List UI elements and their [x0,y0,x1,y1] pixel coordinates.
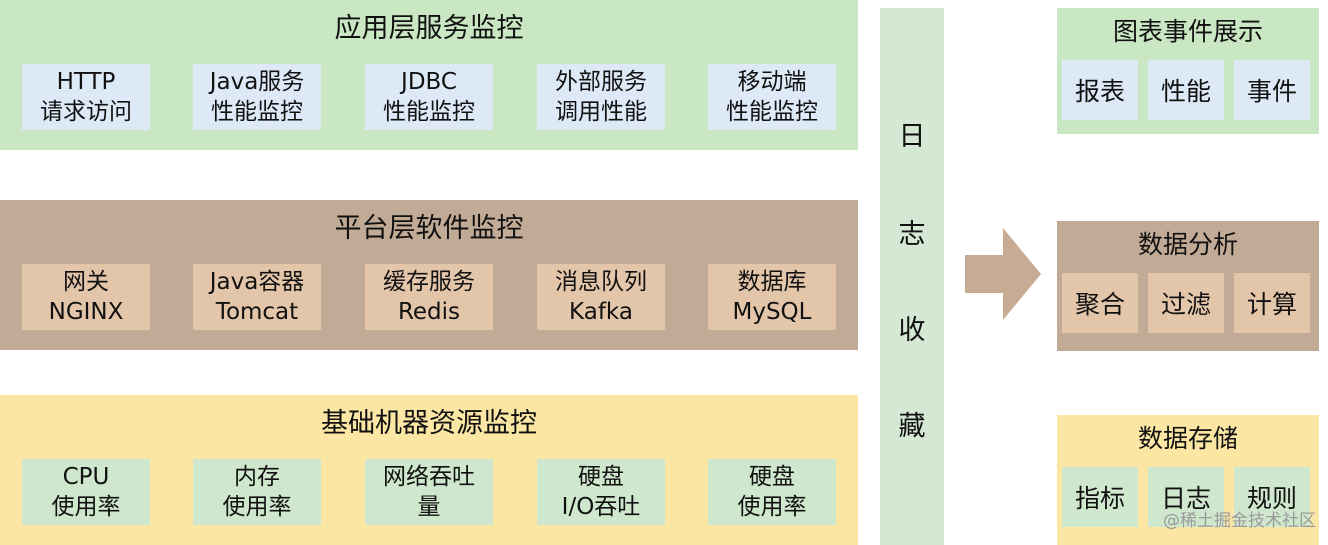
app-item-line1: Java服务 [209,69,305,95]
app-item-line2: 性能监控 [211,99,303,125]
infra-layer-panel: 基础机器资源监控 CPU 使用率 内存 使用率 网络吞吐 量 硬盘 I/O吞吐 … [0,395,858,545]
infra-item-line1: 网络吞吐 [383,464,475,490]
platform-layer-panel: 平台层软件监控 网关 NGINX Java容器 Tomcat 缓存服务 Redi… [0,200,858,350]
storage-item-log: 日志 [1148,467,1224,527]
infra-item-line2: 使用率 [51,494,121,520]
platform-item-line2: Tomcat [215,299,299,325]
infra-item-line1: 硬盘 [749,464,795,490]
display-item-performance: 性能 [1148,60,1224,120]
infra-item-disk-io: 硬盘 I/O吞吐 [537,459,665,525]
platform-item-line1: 数据库 [737,269,807,295]
log-collection-char: 日 [898,121,926,152]
display-item-event: 事件 [1234,60,1310,120]
app-item-external: 外部服务 调用性能 [537,64,665,130]
storage-panel: 数据存储 指标 日志 规则 [1057,415,1319,545]
app-item-line2: 性能监控 [726,99,818,125]
platform-layer-title: 平台层软件监控 [334,213,524,244]
infra-item-line2: I/O吞吐 [561,494,641,520]
platform-item-line1: 缓存服务 [383,269,475,295]
platform-item-queue: 消息队列 Kafka [537,264,665,330]
platform-item-line1: Java容器 [209,269,305,295]
platform-item-line2: MySQL [732,299,812,325]
storage-item-rule: 规则 [1234,467,1310,527]
app-layer-title: 应用层服务监控 [334,13,524,44]
arrow-shape [965,228,1041,320]
analysis-title: 数据分析 [1137,230,1238,259]
platform-item-cache: 缓存服务 Redis [365,264,493,330]
log-collection-char: 志 [898,219,926,250]
app-item-java: Java服务 性能监控 [193,64,321,130]
app-layer-panel: 应用层服务监控 HTTP 请求访问 Java服务 性能监控 JDBC 性能监控 … [0,0,858,150]
display-panel: 图表事件展示 报表 性能 事件 [1057,8,1319,134]
infra-item-line1: 内存 [234,464,280,490]
app-item-line1: HTTP [56,69,116,95]
platform-item-container: Java容器 Tomcat [193,264,321,330]
app-item-line2: 请求访问 [40,99,132,125]
right-arrow-icon [965,228,1041,320]
display-title: 图表事件展示 [1112,17,1263,46]
infra-item-line2: 量 [417,494,441,520]
platform-item-line2: NGINX [48,299,124,325]
platform-item-gateway: 网关 NGINX [22,264,150,330]
infra-item-line1: CPU [62,464,110,490]
infra-layer-title: 基础机器资源监控 [321,408,537,439]
app-item-http: HTTP 请求访问 [22,64,150,130]
log-collection-column: 日 志 收 藏 [880,8,944,545]
platform-item-line2: Kafka [569,299,633,325]
log-collection-char: 收 [898,315,926,346]
infra-item-line2: 使用率 [737,494,807,520]
infra-item-line2: 使用率 [222,494,292,520]
infra-item-network: 网络吞吐 量 [365,459,493,525]
storage-item-metric: 指标 [1062,467,1138,527]
app-item-line2: 调用性能 [555,99,647,125]
infra-item-line1: 硬盘 [578,464,624,490]
platform-item-database: 数据库 MySQL [708,264,836,330]
platform-item-line1: 消息队列 [555,269,647,295]
platform-item-line1: 网关 [63,269,109,295]
app-item-line2: 性能监控 [383,99,475,125]
infra-item-memory: 内存 使用率 [193,459,321,525]
watermark: @稀土掘金技术社区 [1163,511,1316,531]
app-item-line1: 外部服务 [555,69,647,95]
analysis-item-compute: 计算 [1234,273,1310,333]
analysis-panel: 数据分析 聚合 过滤 计算 [1057,221,1319,351]
app-item-line1: 移动端 [737,69,807,95]
app-item-line1: JDBC [401,69,457,95]
storage-title: 数据存储 [1137,424,1238,453]
infra-item-cpu: CPU 使用率 [22,459,150,525]
analysis-item-filter: 过滤 [1148,273,1224,333]
platform-item-line2: Redis [397,299,461,325]
log-collection-char: 藏 [898,411,926,442]
app-item-jdbc: JDBC 性能监控 [365,64,493,130]
app-item-mobile: 移动端 性能监控 [708,64,836,130]
analysis-item-aggregate: 聚合 [1062,273,1138,333]
display-item-report: 报表 [1062,60,1138,120]
infra-item-disk-usage: 硬盘 使用率 [708,459,836,525]
